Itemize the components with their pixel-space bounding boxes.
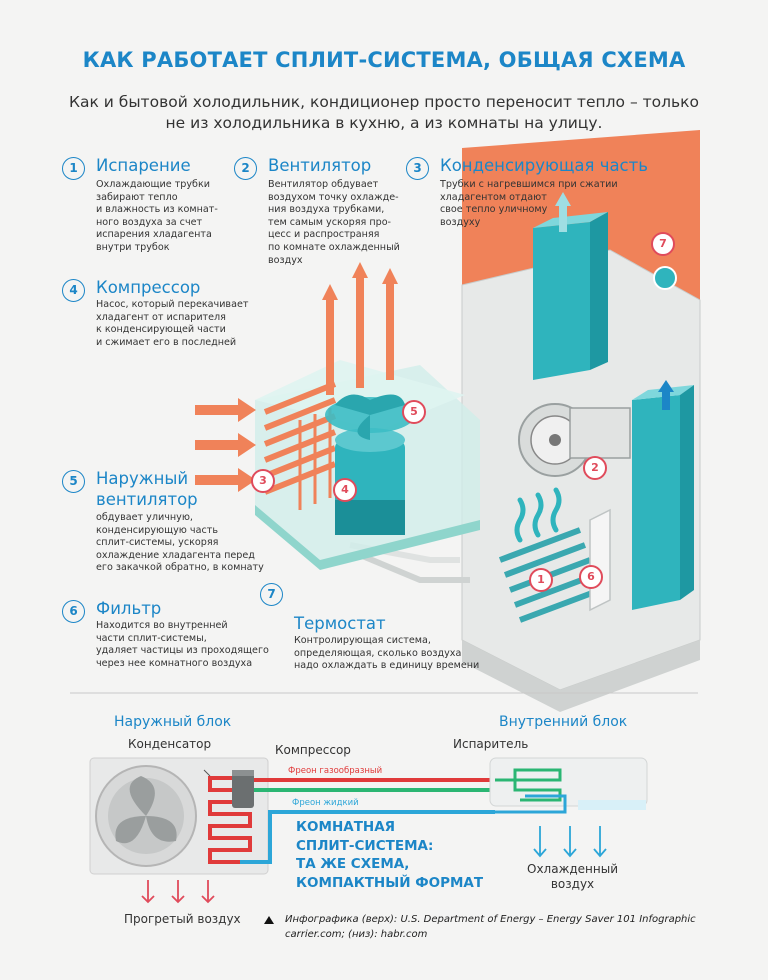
item-number: 4 — [62, 279, 85, 302]
heated-air-label: Прогретый воздух — [124, 912, 241, 926]
item-number: 3 — [406, 157, 429, 180]
item-number: 5 — [62, 470, 85, 493]
badge-1: 1 — [529, 568, 553, 592]
item-description: Охлаждающие трубки забирают тепло и влаж… — [96, 179, 218, 253]
item-number: 7 — [260, 583, 283, 606]
badge-5: 5 — [402, 400, 426, 424]
item-heading: Компрессор — [96, 278, 201, 297]
item-description: обдувает уличную, конденсирующую часть с… — [96, 512, 264, 574]
outdoor-unit-label: Наружный блок — [114, 714, 232, 730]
item-heading: Конденсирующая часть — [440, 156, 648, 175]
badge-6: 6 — [579, 565, 603, 589]
page-title: КАК РАБОТАЕТ СПЛИТ-СИСТЕМА, ОБЩАЯ СХЕМА — [82, 48, 686, 72]
item-description: Находится во внутренней части сплит-сист… — [96, 620, 269, 669]
item-heading: Фильтр — [96, 599, 162, 618]
item-number: 1 — [62, 157, 85, 180]
freon-gas-label: Фреон газообразный — [288, 766, 383, 776]
item-heading: Вентилятор — [268, 156, 372, 175]
indoor-unit-label: Внутренний блок — [499, 714, 628, 730]
cooled-air-label: Охлажденный воздух — [527, 862, 619, 891]
item-number: 6 — [62, 600, 85, 623]
freon-liquid-label: Фреон жидкий — [292, 798, 359, 808]
badge-2: 2 — [583, 456, 607, 480]
condenser-label: Конденсатор — [128, 737, 212, 751]
credit-line-2: carrier.com; (низ): habr.com — [285, 929, 428, 940]
item-description: Вентилятор обдувает воздухом точку охлаж… — [268, 179, 400, 266]
item-number: 2 — [234, 157, 257, 180]
badge-7: 7 — [651, 232, 675, 256]
item-description: Трубки с нагревшимся при сжатии хладаген… — [440, 179, 618, 228]
triangle-icon — [264, 916, 274, 924]
badge-3: 3 — [251, 469, 275, 493]
credit-text: Инфографика (верх): U.S. Department of E… — [285, 912, 696, 942]
badge-4: 4 — [333, 478, 357, 502]
evaporator-label: Испаритель — [453, 737, 529, 751]
item-heading: Наружный вентилятор — [96, 469, 198, 509]
item-description: Контролирующая система, определяющая, ск… — [294, 635, 480, 672]
compressor-label: Компрессор — [275, 743, 351, 757]
item-heading: Термостат — [294, 614, 386, 633]
item-heading: Испарение — [96, 156, 191, 175]
item-description: Насос, который перекачивает хладагент от… — [96, 299, 249, 348]
credit-line-1: Инфографика (верх): U.S. Department of E… — [285, 914, 696, 925]
slogan: КОМНАТНАЯ СПЛИТ-СИСТЕМА: ТА ЖЕ СХЕМА, КО… — [296, 819, 484, 891]
page-subtitle: Как и бытовой холодильник, кондиционер п… — [68, 93, 700, 132]
